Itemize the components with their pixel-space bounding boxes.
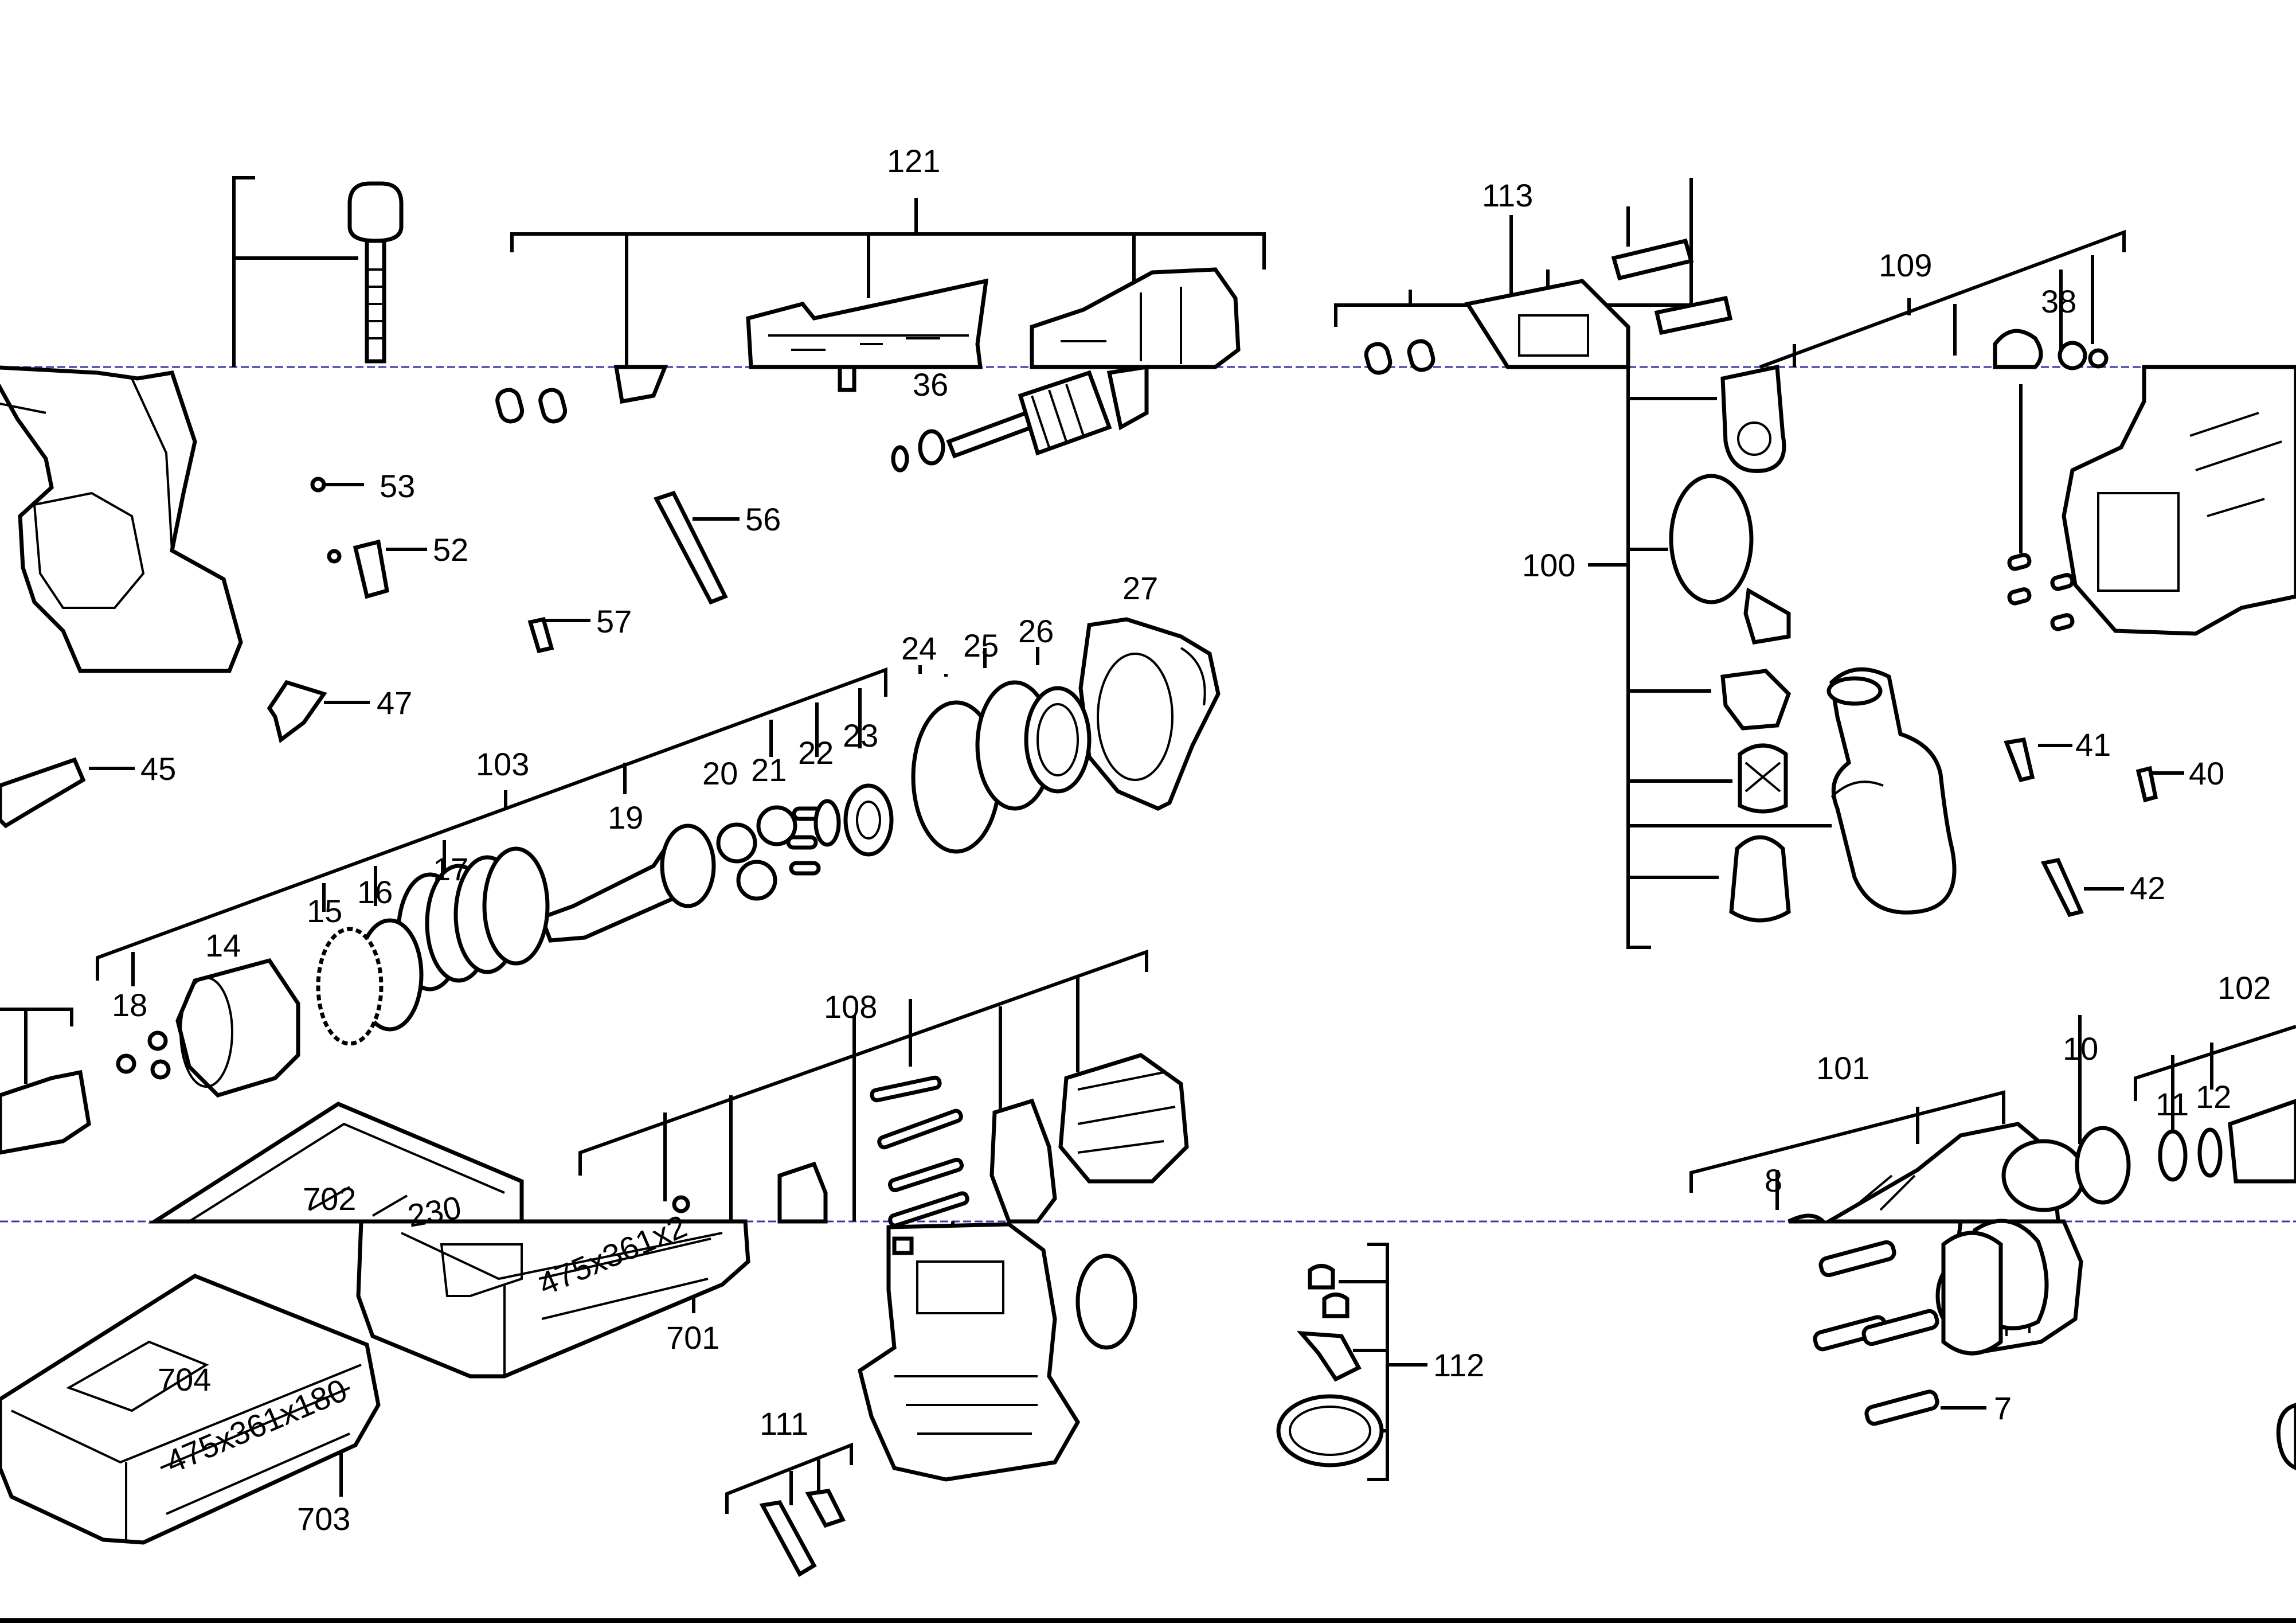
label-113: 113 xyxy=(1482,177,1533,213)
small-screw-parts xyxy=(267,477,728,743)
bolt-parts xyxy=(1813,1240,1939,1426)
ring-gear-part xyxy=(1024,686,1092,794)
edge-part xyxy=(2276,1403,2296,1470)
pin-parts xyxy=(495,339,1436,424)
label-8: 8 xyxy=(1765,1162,1782,1199)
label-26: 26 xyxy=(1018,613,1054,649)
parts xyxy=(0,181,2296,1577)
leader-lines xyxy=(89,176,2296,1514)
label-12: 12 xyxy=(2196,1079,2231,1115)
label-25: 25 xyxy=(963,627,999,663)
planet-gear-parts xyxy=(716,783,894,901)
label-16: 16 xyxy=(357,874,393,910)
sleeve-part xyxy=(175,958,300,1098)
label-24: 24 xyxy=(901,630,937,666)
label-102: 102 xyxy=(2217,970,2271,1006)
stator-parts xyxy=(672,1053,1189,1228)
label-40: 40 xyxy=(2189,755,2224,791)
label-103: 103 xyxy=(476,746,529,782)
label-20: 20 xyxy=(702,755,738,791)
label-100: 100 xyxy=(1522,547,1575,583)
hammer-mechanism-part xyxy=(1787,1099,2296,1356)
case-701: 475x361x2 xyxy=(356,1208,750,1379)
knob-screw-part xyxy=(347,181,404,364)
label-23: 23 xyxy=(843,717,878,754)
ball-18b xyxy=(147,1030,168,1051)
switch-parts xyxy=(759,1489,846,1577)
screw-42 xyxy=(2040,858,2084,918)
label-109: 109 xyxy=(1879,247,1932,283)
bearing-15 xyxy=(316,927,384,1046)
label-15: 15 xyxy=(307,893,342,929)
label-14: 14 xyxy=(205,927,241,963)
screw-41 xyxy=(2004,737,2035,783)
dowel-pins xyxy=(2007,553,2075,631)
label-7: 7 xyxy=(1994,1390,2012,1426)
tool-housing-part xyxy=(0,365,243,673)
label-21: 21 xyxy=(751,752,787,788)
label-38: 38 xyxy=(2041,283,2076,319)
screw-40 xyxy=(2135,766,2158,803)
label-17: 17 xyxy=(433,851,468,887)
label-41: 41 xyxy=(2075,727,2111,763)
label-11: 11 xyxy=(2156,1086,2189,1122)
side-handle-part xyxy=(0,757,86,829)
cable-clip-parts xyxy=(1276,1264,1384,1467)
spindle-part xyxy=(539,823,716,943)
gear-housing-part xyxy=(2062,365,2296,636)
label-704: 704 xyxy=(158,1361,211,1397)
label-18: 18 xyxy=(112,987,147,1023)
latch-parts xyxy=(1464,238,1733,369)
case-702 xyxy=(148,1102,524,1224)
label-111: 111 xyxy=(760,1406,808,1442)
carrying-cases: 475x361x2 475x361x180 xyxy=(0,1102,750,1545)
clutch-housing-part xyxy=(1078,617,1221,811)
case-703: 475x361x180 xyxy=(0,1274,381,1545)
label-101: 101 xyxy=(1816,1050,1869,1086)
label-47: 47 xyxy=(377,685,412,721)
ball-18c xyxy=(150,1059,171,1080)
label-702: 702 xyxy=(303,1181,356,1217)
label-53: 53 xyxy=(380,468,415,504)
spacer-parts xyxy=(1993,329,2109,370)
label-112: 112 xyxy=(1433,1347,1484,1383)
ball-18a xyxy=(116,1053,136,1074)
label-701: 701 xyxy=(666,1320,719,1356)
label-19: 19 xyxy=(608,799,643,836)
label-27: 27 xyxy=(1122,570,1158,606)
housing-halves-part xyxy=(613,267,1241,404)
callout-labels: 121 113 109 38 36 53 52 56 57 47 45 100 … xyxy=(112,143,2271,1537)
chuck-part xyxy=(0,1008,91,1155)
label-45: 45 xyxy=(140,751,176,787)
label-10: 10 xyxy=(2063,1030,2098,1067)
label-108: 108 xyxy=(824,989,877,1025)
label-121: 121 xyxy=(887,143,940,179)
label-52: 52 xyxy=(433,532,468,568)
label-703: 703 xyxy=(297,1501,350,1537)
label-36: 36 xyxy=(913,366,948,403)
label-22: 22 xyxy=(798,735,834,771)
side-handle-assembly-parts xyxy=(1669,364,1957,923)
rotor-part xyxy=(891,364,1149,473)
label-42: 42 xyxy=(2130,870,2165,906)
label-57: 57 xyxy=(596,603,632,639)
electronics-module-part xyxy=(858,1222,1137,1482)
label-56: 56 xyxy=(745,501,781,537)
